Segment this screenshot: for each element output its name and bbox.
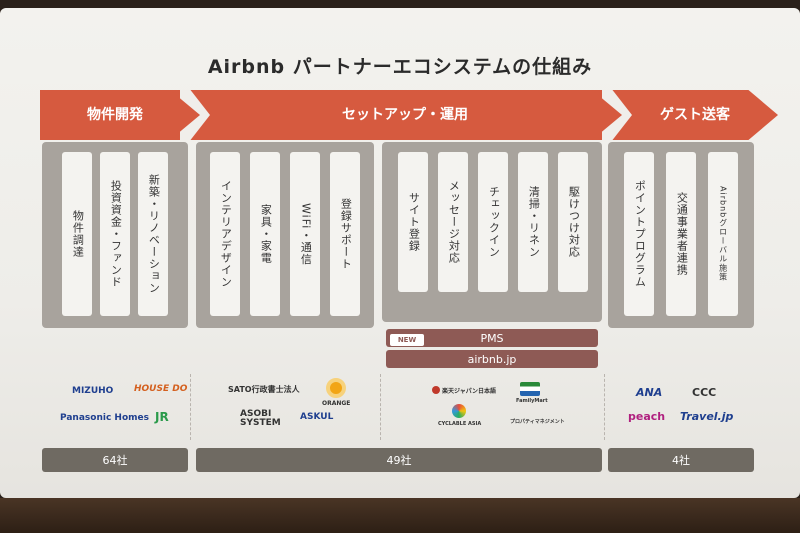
- column-item: WiFi・通信: [290, 152, 320, 316]
- logo-mizuho: MIZUHO: [72, 386, 114, 396]
- slide-title: Airbnb パートナーエコシステムの仕組み: [207, 56, 593, 78]
- logo-housedo: HOUSE DO: [134, 384, 188, 394]
- column-item: 投資資金・ファンド: [100, 152, 130, 316]
- logo-orange: ORANGE: [322, 400, 351, 407]
- logo-panasonic-homes: Panasonic Homes: [60, 413, 149, 423]
- logo-asobi-system: ASOBI SYSTEM: [240, 409, 281, 428]
- column-item: 新築・リノベーション: [138, 152, 168, 316]
- logo-sato: SATO行政書士法人: [228, 385, 300, 394]
- familymart-logo-icon: [520, 382, 540, 396]
- new-badge: NEW: [390, 334, 424, 346]
- logo-property-management: プロパティマネジメント: [510, 419, 565, 425]
- stage-floor: [0, 498, 800, 533]
- airbnb-bar: airbnb.jp: [386, 350, 598, 368]
- column-item: サイト登録: [398, 152, 428, 292]
- phase-development: 物件開発: [87, 107, 143, 123]
- column-item: 登録サポート: [330, 152, 360, 316]
- column-item: 家具・家電: [250, 152, 280, 316]
- phase-setup: セットアップ・運用: [342, 107, 468, 123]
- column-item: 清掃・リネン: [518, 152, 548, 292]
- orange-logo-icon: [326, 378, 346, 398]
- count-guest: 4社: [608, 448, 754, 472]
- column-item: 物件調達: [62, 152, 92, 316]
- logo-ccc: CCC: [692, 386, 717, 399]
- divider: [604, 374, 605, 440]
- logo-rakuten: 楽天ジャパン日本語: [442, 388, 497, 395]
- column-item: メッセージ対応: [438, 152, 468, 292]
- logo-peach: peach: [628, 410, 666, 423]
- column-item: ポイントプログラム: [624, 152, 654, 316]
- column-item: Airbnbグローバル施策: [708, 152, 738, 316]
- process-banner: [40, 90, 778, 140]
- column-item: チェックイン: [478, 152, 508, 292]
- column-item: 交通事業者連携: [666, 152, 696, 316]
- logo-cyclable-asia: CYCLABLE ASIA: [438, 421, 482, 427]
- logo-askul: ASKUL: [300, 412, 334, 422]
- rakuten-logo-icon: [432, 386, 440, 394]
- logo-ana: ANA: [636, 386, 663, 399]
- cyclable-asia-logo-icon: [452, 404, 466, 418]
- count-development: 64社: [42, 448, 188, 472]
- divider: [380, 374, 381, 440]
- logo-familymart: FamilyMart: [516, 398, 548, 404]
- logo-jr: JR: [155, 410, 169, 424]
- divider: [190, 374, 191, 440]
- phase-guest: ゲスト送客: [660, 107, 730, 123]
- count-setup: 49社: [196, 448, 602, 472]
- column-item: インテリアデザイン: [210, 152, 240, 316]
- column-item: 駆けつけ対応: [558, 152, 588, 292]
- pms-bar: PMS: [386, 329, 598, 347]
- logo-travel-jp: Travel.jp: [680, 410, 734, 423]
